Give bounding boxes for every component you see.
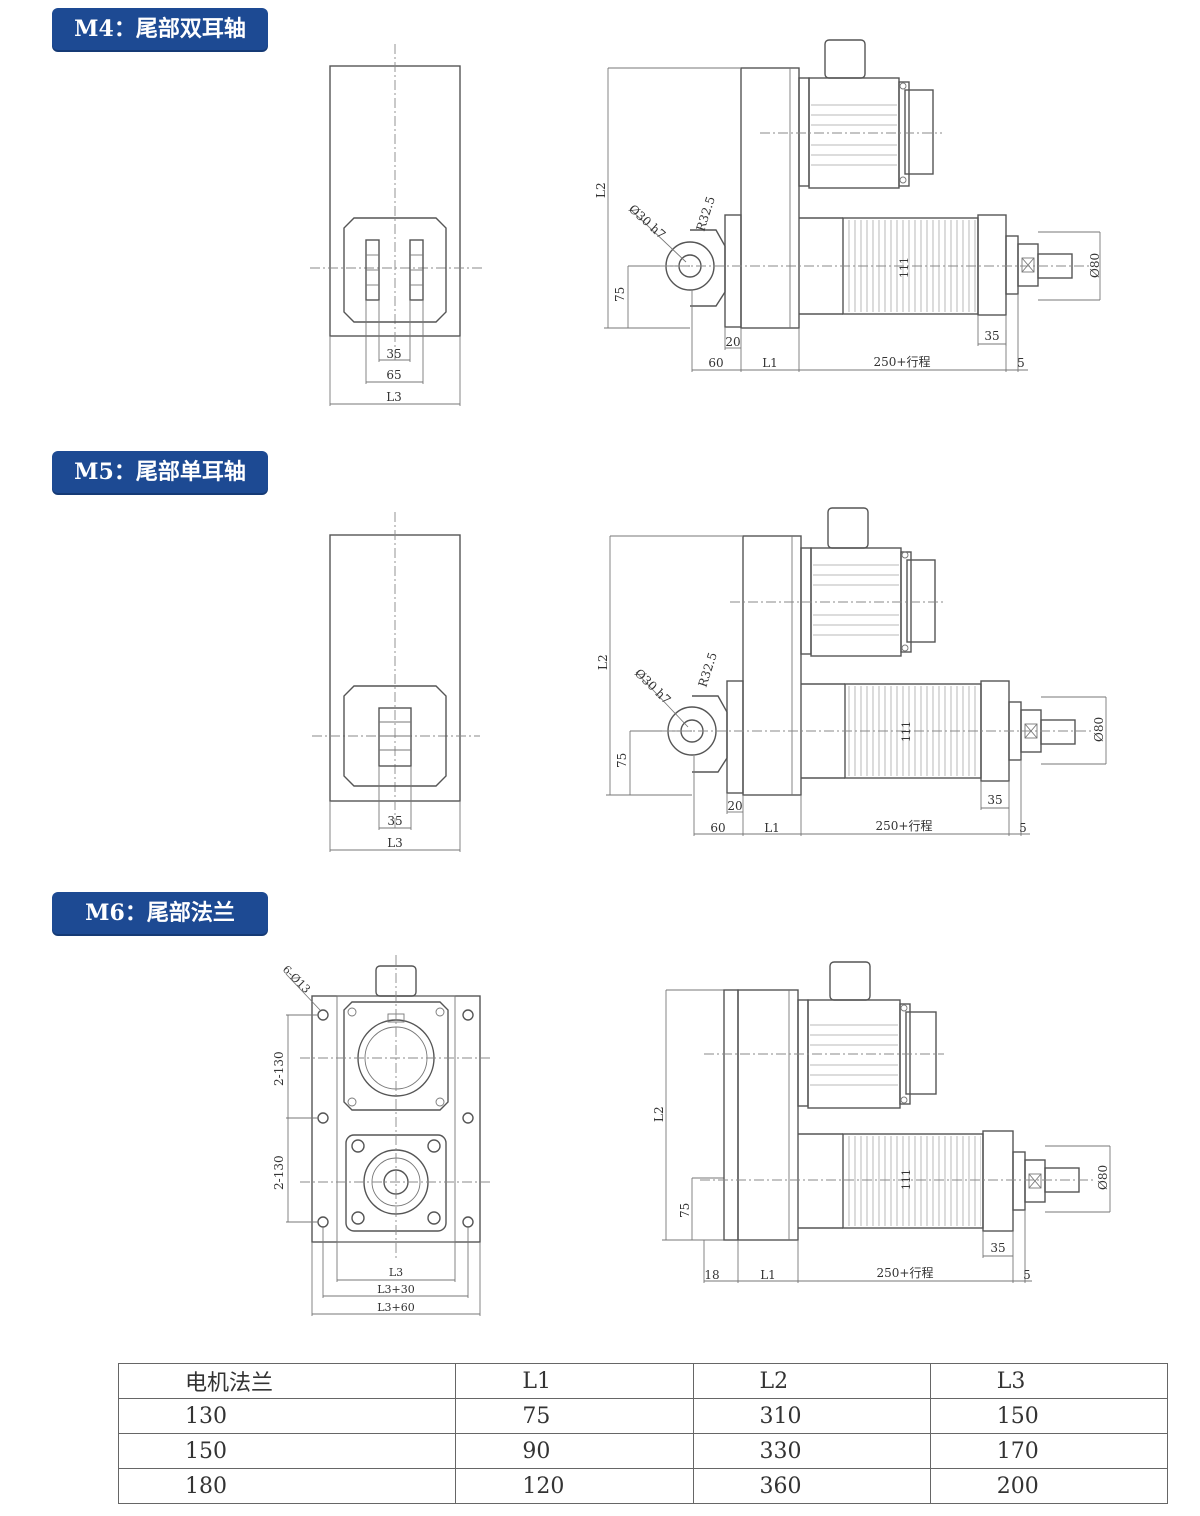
section-title-m4: M4：尾部双耳轴 [52,8,268,50]
m6-dim-l3p60: L3+60 [377,1301,415,1314]
section-title-m6: M6：尾部法兰 [52,892,268,934]
m6-dim-l3: L3 [389,1266,403,1279]
m4-dim-111: 111 [898,257,911,278]
m5-side-view: L2 75 Ø30 h7 R32.5 [596,507,1107,836]
table-cell: 130 [117,1398,457,1434]
spec-table: 电机法兰 L1 L2 L3 130 75 310 150 150 90 330 … [117,1363,1169,1504]
m6-dim-pitch1: 2-130 [272,1051,286,1086]
m6-dim-stroke: 250+行程 [877,1265,934,1280]
m5-dim-20: 20 [727,799,742,813]
m5-dim-111: 111 [900,721,913,742]
m5-dim-l2: L2 [596,654,610,670]
table-cell: 200 [929,1468,1169,1504]
m4-dim-60: 60 [708,356,723,370]
m5-motor-connector [827,507,869,549]
table-cell: 150 [117,1433,457,1469]
technical-drawings: 35 65 L3 L2 75 Ø30 h7 R32.5 [272,39,1111,1316]
m5-front-view: 35 L3 [312,512,480,852]
m4-dim-radius: R32.5 [694,195,718,233]
table-row: 180 120 360 200 [117,1468,1169,1504]
table-cell: 150 [929,1398,1169,1434]
m6-motor-connector-side [829,961,871,1001]
m5-dim-bore: Ø30 h7 [632,666,674,707]
table-cell: 330 [692,1433,931,1469]
table-cell: 310 [692,1398,931,1434]
m6-dim-pitch2: 2-130 [272,1155,286,1190]
table-header-cell: L1 [455,1363,694,1399]
m5-dim-5: 5 [1019,821,1027,835]
m4-dim-l1: L1 [762,356,778,370]
m6-dim-5: 5 [1023,1268,1031,1282]
table-row: 150 90 330 170 [117,1433,1169,1469]
table-header-cell: 电机法兰 [117,1363,457,1399]
m5-dim-dia80: Ø80 [1092,717,1106,742]
table-row: 130 75 310 150 [117,1398,1169,1434]
table-cell: 360 [692,1468,931,1504]
m4-dim-stroke: 250+行程 [874,354,931,369]
table-cell: 120 [455,1468,694,1504]
m5-ear-plate [343,685,447,787]
m6-dim-75: 75 [678,1203,692,1218]
m5-dim-stroke: 250+行程 [876,818,933,833]
table-cell: 90 [455,1433,694,1469]
m6-dim-18: 18 [704,1268,719,1282]
m6-dim-35: 35 [990,1241,1005,1255]
m4-gearbox [740,67,800,329]
table-header-cell: L3 [929,1363,1169,1399]
m6-dim-dia80: Ø80 [1096,1165,1110,1190]
m6-side-view: L2 75 Ø80 111 35 [652,961,1111,1283]
table-cell: 180 [117,1468,457,1504]
m6-dim-holes: 6-Ø13 [280,963,313,996]
m4-dim-75: 75 [613,287,627,302]
m4-dim-slot: 35 [386,347,401,361]
m6-dim-l2: L2 [652,1106,666,1122]
drawing-canvas: 35 65 L3 L2 75 Ø30 h7 R32.5 [272,39,1111,1316]
m6-motor-face [343,1001,449,1111]
m6-front-view: 6-Ø13 2-130 2-130 L3 L3+30 L3+60 [272,955,490,1316]
m4-dim-l3: L3 [386,390,402,404]
m6-dim-l3p30: L3+30 [377,1283,415,1296]
m6-dim-111: 111 [900,1169,913,1190]
table-cell: 170 [929,1433,1169,1469]
m5-dim-75: 75 [615,753,629,768]
m4-front-view: 35 65 L3 [310,44,482,406]
m4-dim-35: 35 [984,329,999,343]
m5-dim-60: 60 [710,821,725,835]
m5-dim-35: 35 [987,793,1002,807]
m4-dim-ear: 65 [386,368,401,382]
m5-dim-slot: 35 [387,814,402,828]
m4-ear-plate [343,217,447,323]
m4-dim-bore: Ø30 h7 [626,202,668,242]
table-cell: 75 [455,1398,694,1434]
m5-rod [1040,719,1076,745]
m4-dim-dia80: Ø80 [1088,253,1102,278]
m5-dim-l1: L1 [764,821,780,835]
m5-dim-l3: L3 [387,836,403,850]
m6-dim-l1: L1 [760,1268,776,1282]
m4-motor-connector [824,39,866,79]
m4-dim-5: 5 [1017,356,1025,370]
table-header-row: 电机法兰 L1 L2 L3 [117,1363,1169,1399]
m4-dim-l2: L2 [594,182,608,198]
section-title-m5: M5：尾部单耳轴 [52,451,268,493]
m5-gearbox [742,535,802,796]
m5-dim-radius: R32.5 [696,651,720,689]
m4-dim-20: 20 [725,335,740,349]
m6-flange [723,989,739,1241]
m4-side-view: L2 75 Ø30 h7 R32.5 [594,39,1102,372]
m6-gearbox [737,989,799,1241]
table-header-cell: L2 [692,1363,931,1399]
